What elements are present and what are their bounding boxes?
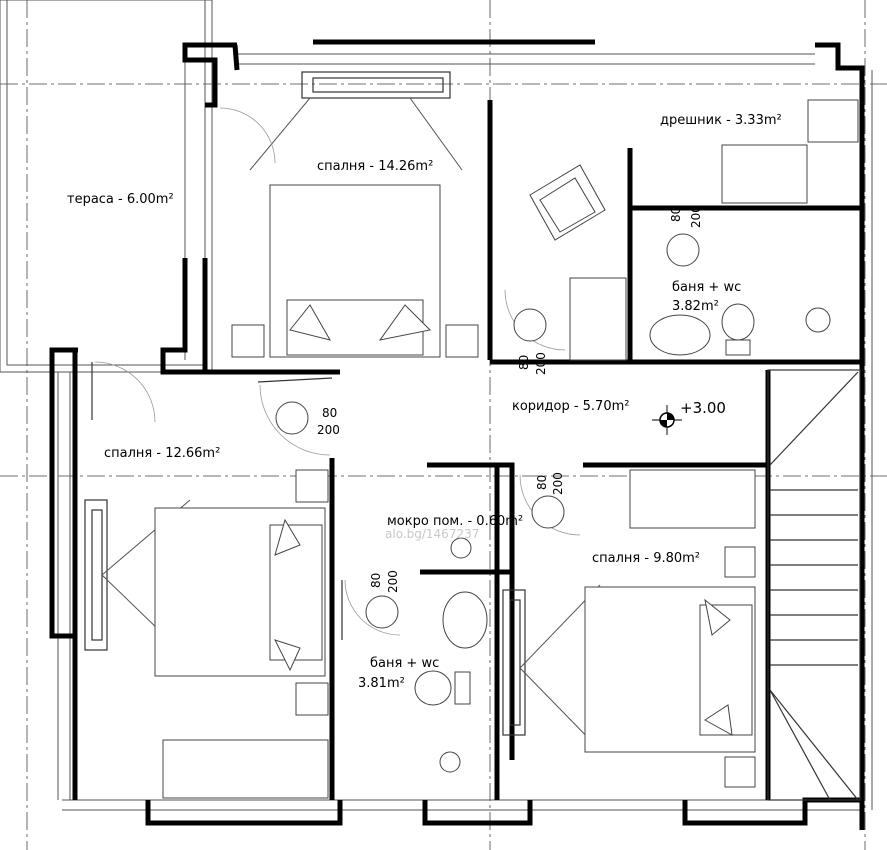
- label-bath-bottom-area: 3.81m²: [358, 676, 405, 691]
- door-marks: [275, 233, 700, 629]
- label-bath-bottom: баня + wc: [370, 656, 439, 671]
- armchair: [529, 164, 606, 241]
- door-bedroom-right-height: 200: [551, 472, 565, 495]
- label-bedroom-right: спалня - 9.80m²: [592, 551, 700, 566]
- door-bedroom-left-height: 200: [317, 423, 340, 437]
- elevation-label: +3.00: [680, 399, 726, 417]
- label-bedroom-main: спалня - 14.26m²: [317, 159, 433, 174]
- door-bedroom-right-width: 80: [535, 475, 549, 490]
- door-wardrobe-width: 80: [669, 207, 683, 222]
- door-leaves: [91, 362, 343, 640]
- wardrobes: [162, 99, 859, 799]
- bed-left: [154, 469, 329, 716]
- elevation-marker: +3.00: [652, 399, 726, 435]
- label-bath-top-area: 3.82m²: [672, 299, 719, 314]
- door-size-labels: 80 200 80 200 80 200 80 200 80 200: [317, 205, 703, 593]
- door-wardrobe-height: 200: [689, 205, 703, 228]
- label-bedroom-left: спалня - 12.66m²: [104, 446, 220, 461]
- door-bath-top-height: 200: [534, 352, 548, 375]
- label-terrace: тераса - 6.00m²: [67, 192, 174, 207]
- room-labels: тераса - 6.00m² спалня - 14.26m² дрешник…: [67, 113, 782, 691]
- door-swings: [94, 107, 581, 636]
- door-bath-bottom-height: 200: [386, 570, 400, 593]
- terrace-outline: [0, 0, 213, 373]
- staircase: [767, 369, 861, 801]
- door-bath-bottom-width: 80: [369, 573, 383, 588]
- watermark: alo.bg/1467237: [385, 527, 479, 541]
- bed-right: [584, 546, 756, 788]
- door-bedroom-left-width: 80: [322, 406, 337, 420]
- bed-main: [231, 184, 479, 358]
- label-bath-top: баня + wc: [672, 280, 741, 295]
- door-bath-top-width: 80: [517, 355, 531, 370]
- label-wardrobe: дрешник - 3.33m²: [660, 113, 782, 128]
- bath-fixtures: [414, 303, 831, 773]
- label-wet-room: мокро пом. - 0.60m²: [387, 514, 523, 529]
- label-corridor: коридор - 5.70m²: [512, 399, 629, 414]
